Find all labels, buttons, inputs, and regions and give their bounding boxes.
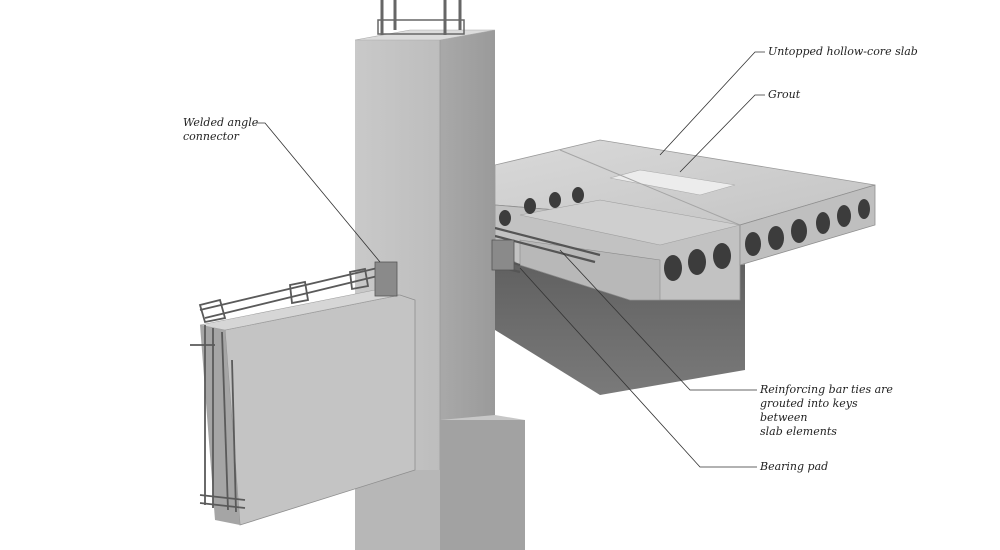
leader-rebar [559, 249, 757, 391]
label-welded-angle-connector: Welded angle connector [183, 116, 259, 143]
label-hollow-core-slab: Untopped hollow-core slab [768, 45, 918, 58]
column-starter-bars [377, 0, 465, 35]
leader-bearing [519, 267, 757, 468]
spandrel-beam [190, 239, 515, 526]
leader-lines [256, 51, 765, 468]
hollow-core-slab [494, 139, 876, 301]
label-bearing-pad: Bearing pad [760, 460, 829, 473]
label-reinforcing-bar-ties: Reinforcing bar ties are grouted into ke… [760, 383, 893, 438]
leader-grout [679, 94, 765, 173]
grout-joint [609, 169, 736, 196]
leader-slab [659, 51, 765, 156]
label-grout: Grout [768, 88, 801, 101]
leader-welded-angle [256, 122, 381, 263]
slab-cores [499, 187, 870, 281]
